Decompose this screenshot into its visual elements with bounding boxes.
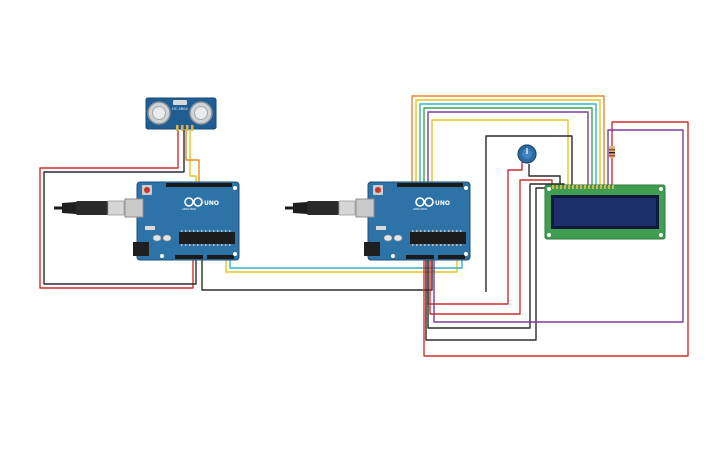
wire-backlight-cathode[interactable] [433,129,684,323]
lcd-mount-holes [547,187,663,237]
resistor[interactable] [609,146,615,158]
wire-lcd-d1[interactable] [411,95,605,185]
wire-serial-2[interactable] [229,258,463,269]
sensor-crystal [173,100,187,105]
lcd-screen [554,198,656,226]
arduino-right-model: UNO [435,200,450,207]
ultrasonic-sensor[interactable]: HC-SR04 [145,97,217,131]
wire-trig[interactable] [189,130,197,184]
arduino-left-model: UNO [204,200,219,207]
wire-lcd-d2[interactable] [415,99,601,185]
transducer-mesh-right [194,106,208,120]
wires-layer [39,95,689,357]
wire-pot-wiper[interactable] [528,164,561,185]
wire-lcd-d6[interactable] [431,119,569,185]
wire-lcd-vcc[interactable] [429,179,553,315]
wire-pot-gnd[interactable] [485,135,573,292]
arduino-uno-left[interactable]: UNO ARDUINO [53,181,240,261]
lcd-display[interactable] [544,184,666,240]
arduino-board-left [124,181,240,261]
lcd-pins [552,185,614,189]
resistor-band-1 [609,149,615,151]
wire-lcd-d3[interactable] [419,103,597,185]
wire-gnd-left-loop[interactable] [43,130,197,285]
wire-lcd-d4[interactable] [423,107,593,185]
wire-backlight-anode[interactable] [423,121,689,357]
arduino-right-brand: ARDUINO [413,207,428,211]
wire-echo[interactable] [185,130,200,184]
resistor-band-2 [609,152,615,154]
wire-gnd-link[interactable] [201,258,433,291]
sensor-pins [176,125,194,131]
potentiometer[interactable] [517,144,537,164]
arduino-board-right [355,181,471,261]
arduino-uno-right[interactable]: UNO ARDUINO [284,181,471,261]
sensor-label: HC-SR04 [172,107,188,111]
wire-vcc-left-loop[interactable] [39,130,194,289]
wire-serial-1[interactable] [225,258,458,273]
transducer-mesh-left [152,106,166,120]
usb-cable-left[interactable] [53,200,125,216]
arduino-left-brand: ARDUINO [182,207,197,211]
usb-cable-right[interactable] [284,200,356,216]
resistor-band-3 [609,155,615,157]
wire-lcd-d5[interactable] [427,111,589,185]
wire-lcd-rw[interactable] [427,183,565,329]
